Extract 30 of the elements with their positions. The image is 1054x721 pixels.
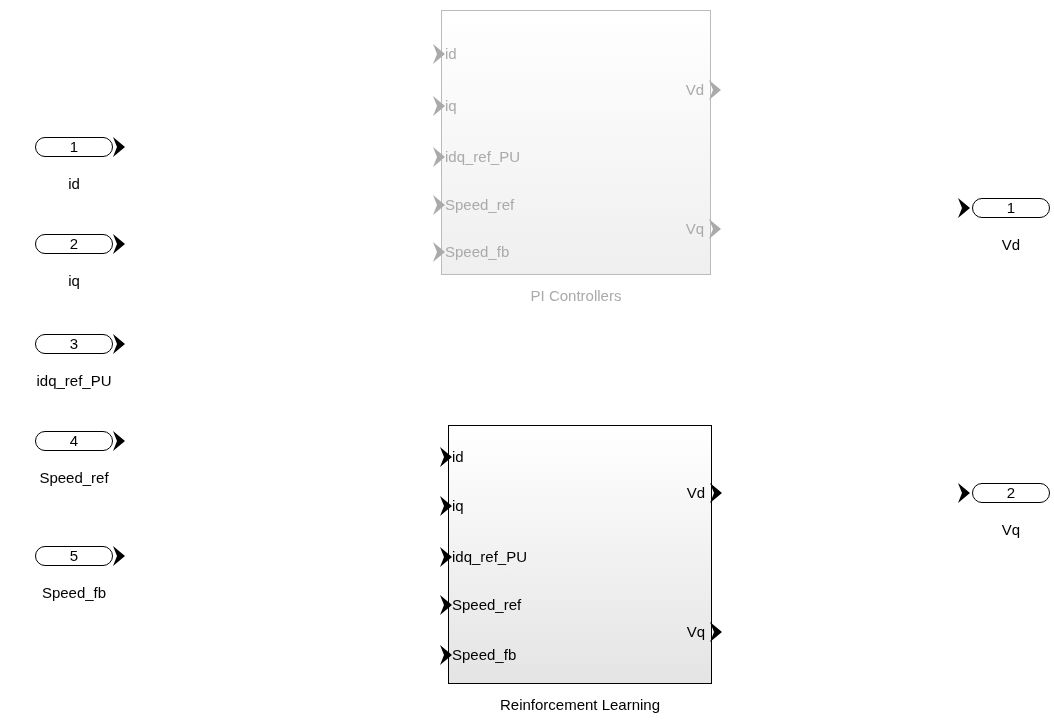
port-name-label: idq_ref_PU	[35, 372, 113, 389]
block-name-label: Reinforcement Learning	[498, 696, 662, 713]
port-label: Vq	[686, 623, 705, 641]
port-label: id	[452, 448, 464, 466]
port-label: id	[445, 45, 457, 63]
port-label: idq_ref_PU	[452, 548, 528, 566]
outport-block: 1	[972, 198, 1050, 218]
port-name-label: Speed_ref	[38, 469, 110, 486]
inport-block: 5	[35, 546, 113, 566]
port-name-label: iq	[67, 272, 81, 289]
inport-block: 3	[35, 334, 113, 354]
port-label: idq_ref_PU	[445, 148, 521, 166]
port-label: Speed_ref	[445, 196, 515, 214]
port-name-label: id	[67, 175, 81, 192]
port-label: iq	[452, 497, 464, 515]
port-name-label: Speed_fb	[40, 584, 108, 601]
outport-block: 2	[972, 483, 1050, 503]
inport-block: 1	[35, 137, 113, 157]
port-label: Vd	[685, 81, 704, 99]
port-label: Speed_fb	[452, 646, 517, 664]
port-name-label: Vq	[1000, 521, 1022, 538]
port-label: Vq	[685, 220, 704, 238]
port-label: Vd	[686, 484, 705, 502]
inport-block: 2	[35, 234, 113, 254]
port-name-label: Vd	[1000, 236, 1022, 253]
port-label: Speed_fb	[445, 243, 510, 261]
port-label: Speed_ref	[452, 596, 522, 614]
port-label: iq	[445, 97, 457, 115]
inport-block: 4	[35, 431, 113, 451]
block-name-label: PI Controllers	[529, 287, 623, 304]
